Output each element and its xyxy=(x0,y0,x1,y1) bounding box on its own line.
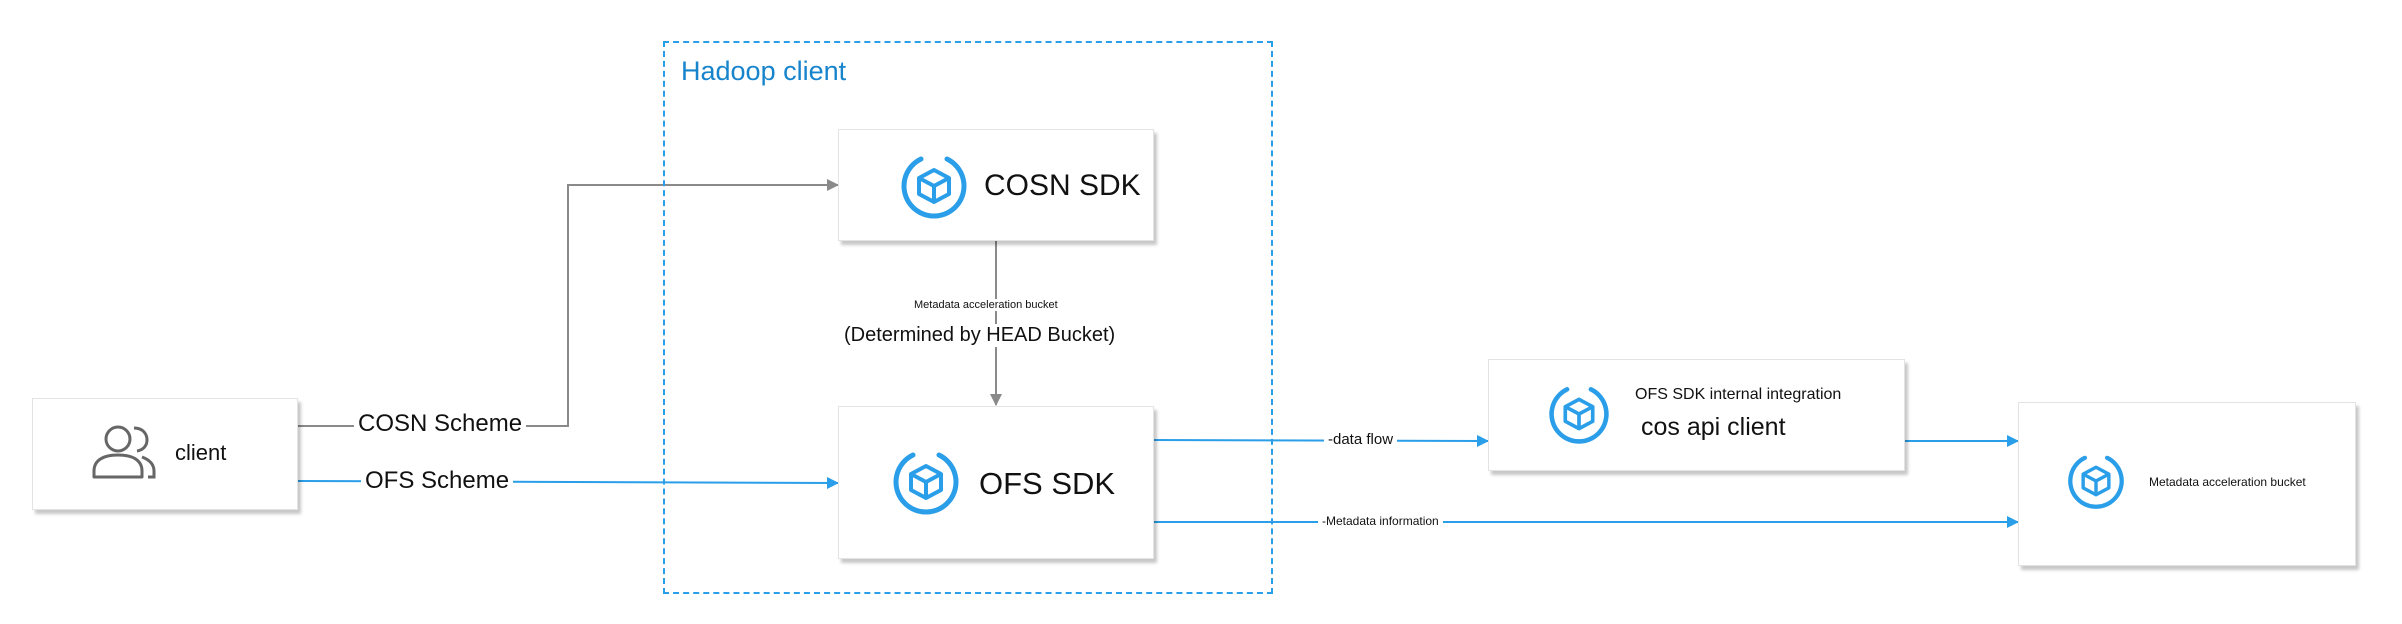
hadoop-client-group xyxy=(663,41,1273,594)
cosn-sdk-label: COSN SDK xyxy=(984,169,1141,202)
ofs-sdk-label: OFS SDK xyxy=(979,466,1116,501)
hadoop-client-title: Hadoop client xyxy=(681,56,847,86)
head-bucket-small-label: Metadata acceleration bucket xyxy=(910,299,1062,311)
metadata-bucket-node[interactable]: Metadata acceleration bucket xyxy=(2018,402,2356,566)
data-flow-label: -data flow xyxy=(1324,431,1398,448)
client-label: client xyxy=(175,440,227,465)
ofs-sdk-node[interactable]: OFS SDK xyxy=(838,406,1154,559)
cosn-sdk-node[interactable]: COSN SDK xyxy=(838,129,1154,241)
cos-api-client-label: cos api client xyxy=(1641,413,1786,441)
cosn-scheme-label: COSN Scheme xyxy=(354,410,527,438)
cube-icon xyxy=(2068,455,2124,509)
edge-data-flow xyxy=(1148,434,1489,447)
users-icon xyxy=(92,425,156,479)
metadata-information-label: -Metadata information xyxy=(1318,514,1443,528)
cube-icon xyxy=(893,452,959,515)
metadata-bucket-label: Metadata acceleration bucket xyxy=(2149,475,2306,489)
cube-icon xyxy=(901,156,967,219)
cos-api-client-node[interactable]: OFS SDK internal integration cos api cli… xyxy=(1488,359,1905,471)
head-bucket-label: (Determined by HEAD Bucket) xyxy=(840,324,1120,347)
cube-icon xyxy=(1549,387,1609,444)
cos-api-client-sublabel: OFS SDK internal integration xyxy=(1635,386,1842,403)
client-node[interactable]: client xyxy=(32,398,298,510)
ofs-scheme-label: OFS Scheme xyxy=(361,467,514,495)
